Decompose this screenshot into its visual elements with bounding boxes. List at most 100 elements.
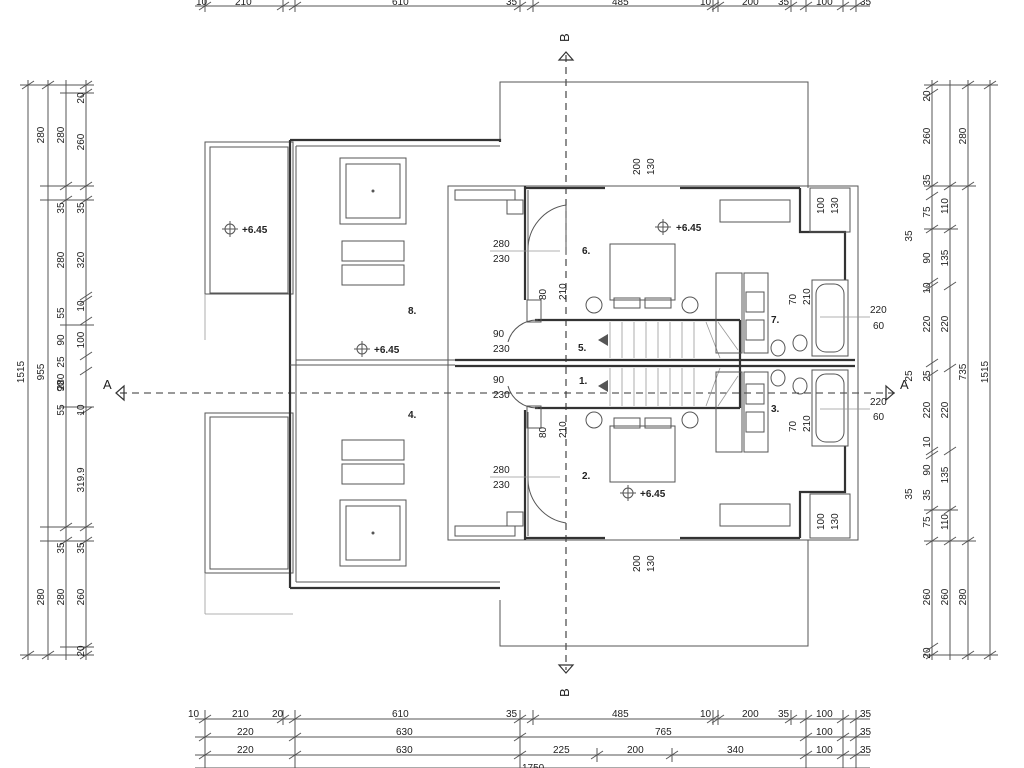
bottom-dim-2-2: 225 xyxy=(553,745,570,756)
left-dim-3-8: 25 xyxy=(56,356,67,368)
room-5: 5. xyxy=(578,343,587,354)
top-dim-0: 10 xyxy=(196,0,208,8)
right-dim-2-6: 220 xyxy=(922,315,933,332)
left-dim-3-2: 35 xyxy=(76,202,87,214)
bottom-dim-0-1: 210 xyxy=(232,709,249,720)
opening-9-height: 130 xyxy=(830,197,841,214)
elevation-1: +6.45 xyxy=(242,225,268,236)
left-dim-3-0: 20 xyxy=(76,92,87,104)
opening-4-height: 230 xyxy=(493,344,510,355)
opening-5-width: 90 xyxy=(493,375,505,386)
left-dim-2-1: 35 xyxy=(56,202,67,214)
left-dim-3-12: 319.9 xyxy=(76,467,87,492)
right-dim-4-0: 260 xyxy=(940,588,951,605)
room-labels: 1. 2. 3. 4. 5. 6. 7. 8. xyxy=(408,246,780,482)
bottom-dim-0-6: 10 xyxy=(700,709,712,720)
right-dimension-chains: 1515 735 20 260 35 75 90 10 220 25 220 1… xyxy=(904,80,998,660)
left-dim-1-0: 955 xyxy=(36,363,47,380)
opening-3-height: 210 xyxy=(558,283,569,300)
opening-2-height: 130 xyxy=(646,158,657,175)
bottom-dim-3-0: 1750 xyxy=(522,763,545,768)
opening-9-width: 100 xyxy=(816,197,827,214)
opening-13-width: 70 xyxy=(788,420,799,432)
room-4: 4. xyxy=(408,410,417,421)
left-dim-2-2: 280 xyxy=(56,251,67,268)
left-dim-0-0: 1515 xyxy=(16,360,27,383)
top-dim-7: 35 xyxy=(778,0,790,8)
left-dim-3-10: 55 xyxy=(56,404,67,416)
right-dim-4-2: 25 xyxy=(904,370,915,382)
right-dim-2-3: 75 xyxy=(922,206,933,218)
right-dim-3-7: 280 xyxy=(958,588,969,605)
right-dim-3-5: 135 xyxy=(940,466,951,483)
bottom-dim-0-10: 35 xyxy=(860,709,872,720)
bottom-dim-0-4: 35 xyxy=(506,709,518,720)
bottom-dim-1-1: 630 xyxy=(396,727,413,738)
left-dim-2-c: 280 xyxy=(36,588,47,605)
left-dim-3-3: 320 xyxy=(76,251,87,268)
elevation-marker-3-icon xyxy=(655,219,671,235)
right-dim-2-11: 35 xyxy=(922,489,933,501)
elevation-marker-1-icon xyxy=(222,221,238,237)
room-6: 6. xyxy=(582,246,591,257)
bottom-dim-0-7: 200 xyxy=(742,709,759,720)
opening-8-width: 200 xyxy=(632,555,643,572)
bottom-dim-0-5: 485 xyxy=(612,709,629,720)
stairs xyxy=(598,321,739,407)
left-dim-3-7: 100 xyxy=(76,331,87,348)
bottom-dim-0-9: 100 xyxy=(816,709,833,720)
opening-6-height: 210 xyxy=(558,421,569,438)
elevation-4: +6.45 xyxy=(640,489,666,500)
left-dim-2-0: 280 xyxy=(36,126,47,143)
right-dim-2-0: 20 xyxy=(922,90,933,102)
left-dim-3-15: 20 xyxy=(76,645,87,657)
bottom-dim-1-3: 100 xyxy=(816,727,833,738)
right-dim-1-0: 735 xyxy=(958,363,969,380)
opening-12-width: 220 xyxy=(870,397,887,408)
top-dim-4: 485 xyxy=(612,0,629,8)
opening-10-height: 210 xyxy=(802,288,813,305)
bottom-dim-2-6: 35 xyxy=(860,745,872,756)
bottom-dim-1-2: 765 xyxy=(655,727,672,738)
bottom-dim-0-2: 20 xyxy=(272,709,284,720)
right-dim-4-1: 35 xyxy=(904,230,915,242)
interior-walls xyxy=(454,186,855,540)
elevation-2: +6.45 xyxy=(374,345,400,356)
left-dim-2-a: 280 xyxy=(56,126,67,143)
opening-14-height: 130 xyxy=(830,513,841,530)
left-dim-2-4: 280 xyxy=(56,588,67,605)
bottom-dim-0-8: 35 xyxy=(778,709,790,720)
left-dim-3-4: 10 xyxy=(76,300,87,312)
left-dim-3-1: 260 xyxy=(76,133,87,150)
opening-11-width: 220 xyxy=(870,305,887,316)
opening-8-height: 130 xyxy=(646,555,657,572)
bottom-dimension-chains: 10 210 20 610 35 485 10 200 35 100 35 22… xyxy=(188,709,872,768)
right-dim-4-3: 35 xyxy=(904,488,915,500)
opening-4-width: 90 xyxy=(493,329,505,340)
opening-14-width: 100 xyxy=(816,513,827,530)
room-8: 8. xyxy=(408,306,417,317)
opening-2-width: 200 xyxy=(632,158,643,175)
door-swings xyxy=(507,204,567,524)
bottom-dim-1-0: 220 xyxy=(237,727,254,738)
left-dim-3-13: 35 xyxy=(76,542,87,554)
bottom-dim-2-4: 340 xyxy=(727,745,744,756)
right-dim-2-8: 220 xyxy=(922,401,933,418)
left-dim-2-3: 35 xyxy=(56,542,67,554)
opening-13-height: 210 xyxy=(802,415,813,432)
right-dim-3-0: 280 xyxy=(958,127,969,144)
elevation-markers: +6.45 +6.45 +6.45 +6.45 xyxy=(222,219,702,501)
room-1: 1. xyxy=(579,376,588,387)
room-7: 7. xyxy=(771,315,780,326)
elevation-marker-2-icon xyxy=(354,341,370,357)
elevation-3: +6.45 xyxy=(676,223,702,234)
left-dim-3-9: 90 xyxy=(56,380,67,392)
opening-1-height: 230 xyxy=(493,254,510,265)
bottom-dim-2-0: 220 xyxy=(237,745,254,756)
opening-7-height: 230 xyxy=(493,480,510,491)
left-dim-2-b: 280 xyxy=(56,373,67,390)
opening-labels: 280 230 200 130 80 210 90 230 90 230 80 … xyxy=(490,158,887,572)
section-lines: A A B B xyxy=(103,33,909,697)
section-b-bottom: B xyxy=(557,688,572,697)
